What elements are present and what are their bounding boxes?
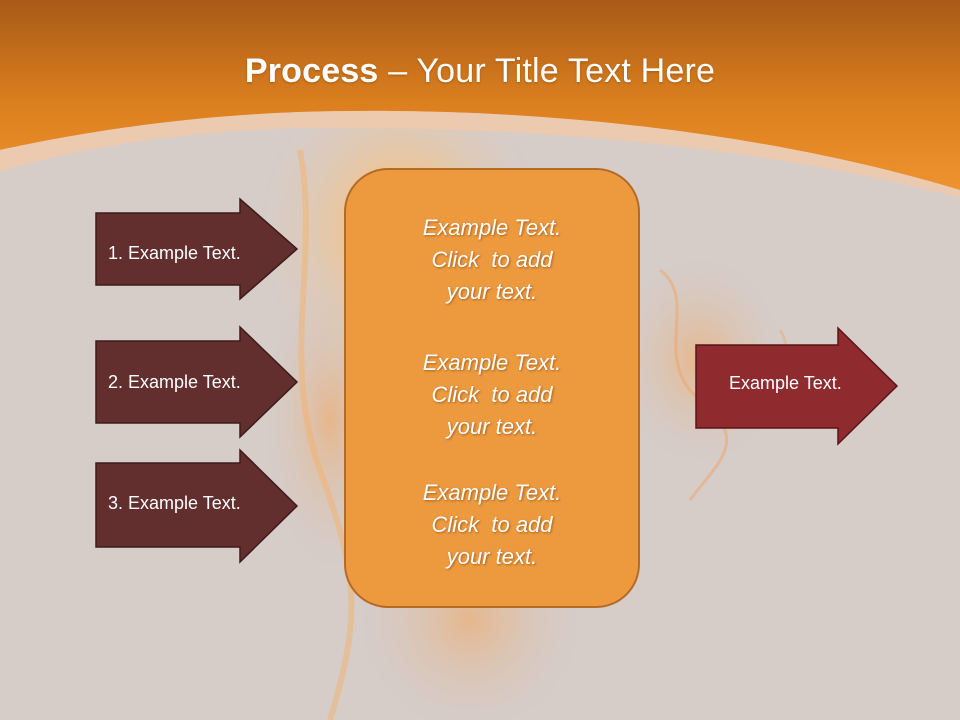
center-text-line: Example Text. (422, 350, 562, 375)
center-text-line: Click to add (431, 382, 553, 407)
step-label: 3. Example Text. (108, 493, 241, 513)
result-label: Example Text. (729, 373, 842, 393)
step-arrow-3: 3. Example Text. (95, 448, 300, 564)
arrow-shape (95, 325, 299, 439)
header-band (0, 0, 960, 190)
center-text-line: your text. (446, 279, 538, 304)
center-text-line: Click to add (431, 512, 553, 537)
center-text-block-1: Example Text. Click to add your text. (344, 212, 640, 308)
slide-title: Process – Your Title Text Here (0, 52, 960, 91)
center-text-line: your text. (446, 414, 538, 439)
title-dash: – (378, 52, 417, 90)
result-arrow: Example Text. (695, 326, 900, 446)
arrow-shape (95, 197, 299, 301)
center-text-block-2: Example Text. Click to add your text. (344, 347, 640, 443)
step-label: 2. Example Text. (108, 372, 241, 392)
center-process-box (344, 168, 640, 608)
center-text-line: Example Text. (422, 215, 562, 240)
center-text-line: Example Text. (422, 480, 562, 505)
step-arrow-1: 1. Example Text. (95, 197, 300, 301)
title-rest: Your Title Text Here (416, 52, 716, 90)
step-label: 1. Example Text. (108, 243, 241, 263)
center-text-line: your text. (446, 544, 538, 569)
center-text-line: Click to add (431, 247, 553, 272)
step-arrow-2: 2. Example Text. (95, 325, 300, 439)
center-text-block-3: Example Text. Click to add your text. (344, 477, 640, 573)
arrow-shape (95, 448, 299, 564)
arrow-shape (695, 326, 899, 446)
header-light-band (0, 110, 960, 198)
title-bold: Process (244, 52, 379, 90)
